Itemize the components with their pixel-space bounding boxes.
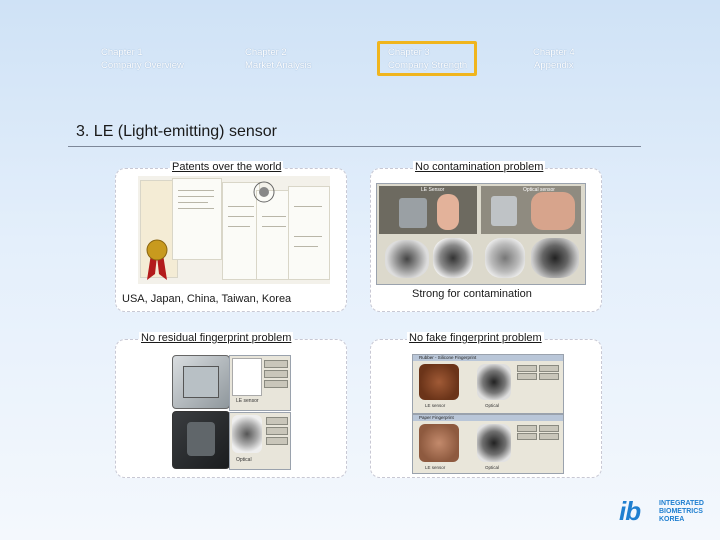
- slide-title: 3. LE (Light-emitting) sensor: [76, 123, 277, 140]
- optical-sensor-label: Optical sensor: [523, 187, 555, 193]
- fingerprint-image: [531, 238, 579, 278]
- patent-document-4: [288, 186, 330, 280]
- patent-document-1: [172, 178, 222, 260]
- patent-document-2: [222, 182, 260, 280]
- fingerprint-image: [477, 364, 511, 400]
- fingerprint-image: [485, 238, 525, 278]
- logo-text: INTEGRATED BIOMETRICS KOREA: [659, 500, 704, 524]
- le-sensor-window: LE sensor: [229, 355, 291, 411]
- nav-chapter-3-label: Company Strength: [388, 60, 468, 71]
- seal-ribbon-icon: [146, 239, 168, 280]
- company-logo: ib INTEGRATED BIOMETRICS KOREA: [619, 496, 704, 526]
- current-chapter-highlight: [377, 41, 477, 76]
- paper-fake-finger-photo: [419, 424, 459, 462]
- contamination-screenshot: LE Sensor Optical sensor: [376, 183, 586, 285]
- nav-chapter-3[interactable]: Chapter 3 Company Strength: [388, 46, 467, 72]
- nav-chapter-1[interactable]: Chapter 1 Company Overview: [101, 46, 184, 72]
- le-sensor-label: LE Sensor: [421, 187, 445, 193]
- optical-label: Optical: [485, 465, 500, 470]
- logo-line-2: BIOMETRICS: [659, 508, 703, 515]
- le-sensor-label: LE sensor: [425, 403, 446, 408]
- le-sensor-device-photo: [172, 355, 230, 409]
- logo-line-3: KOREA: [659, 516, 685, 523]
- nav-chapter-4-label: Appendix: [534, 60, 574, 71]
- optical-label: Optical: [236, 457, 252, 463]
- optical-label: Optical: [485, 403, 500, 408]
- panel-patents-title: Patents over the world: [170, 161, 284, 173]
- le-sensor-label: LE sensor: [425, 465, 446, 470]
- panel-patents-caption: USA, Japan, China, Taiwan, Korea: [122, 293, 292, 305]
- nav-chapter-2[interactable]: Chapter 2 Market Analysis: [245, 46, 312, 72]
- emblem-icon: [253, 181, 275, 203]
- nav-chapter-4[interactable]: Chapter 4 Appendix: [533, 46, 575, 72]
- logo-mark: ib: [619, 496, 641, 526]
- nav-chapter-1-label: Company Overview: [101, 60, 184, 71]
- le-sensor-label: LE sensor: [236, 398, 259, 404]
- panel-contamination-caption: Strong for contamination: [412, 288, 532, 300]
- panel-residual-title: No residual fingerprint problem: [139, 332, 294, 344]
- fingerprint-image: [477, 424, 511, 462]
- optical-sensor-photo: [481, 186, 581, 234]
- nav-chapter-1-number: Chapter 1: [101, 47, 143, 58]
- paper-fingerprint-window: Paper Fingerprint LE sensor Optical: [412, 414, 564, 474]
- fingerprint-image: [433, 238, 473, 278]
- rubber-fingerprint-window: Rubber - Silicone Fingerprint LE sensor …: [412, 354, 564, 414]
- title-divider: [68, 146, 641, 147]
- panel-contamination-title: No contamination problem: [413, 161, 546, 173]
- paper-window-title: Paper Fingerprint: [419, 415, 454, 420]
- patent-documents-image: [138, 176, 330, 284]
- rubber-fake-finger-photo: [419, 364, 459, 400]
- le-sensor-photo: [379, 186, 477, 234]
- logo-line-1: INTEGRATED: [659, 500, 704, 507]
- panel-fake-title-text: No fake fingerprint problem: [407, 332, 544, 344]
- nav-chapter-4-number: Chapter 4: [533, 47, 575, 58]
- nav-chapter-2-label: Market Analysis: [245, 60, 312, 71]
- nav-chapter-2-number: Chapter 2: [245, 47, 287, 58]
- rubber-window-title: Rubber - Silicone Fingerprint: [419, 355, 477, 360]
- nav-chapter-3-number: Chapter 3: [388, 47, 430, 58]
- fingerprint-image: [385, 240, 429, 278]
- optical-window: Optical: [229, 412, 291, 470]
- optical-sensor-device-photo: [172, 411, 230, 469]
